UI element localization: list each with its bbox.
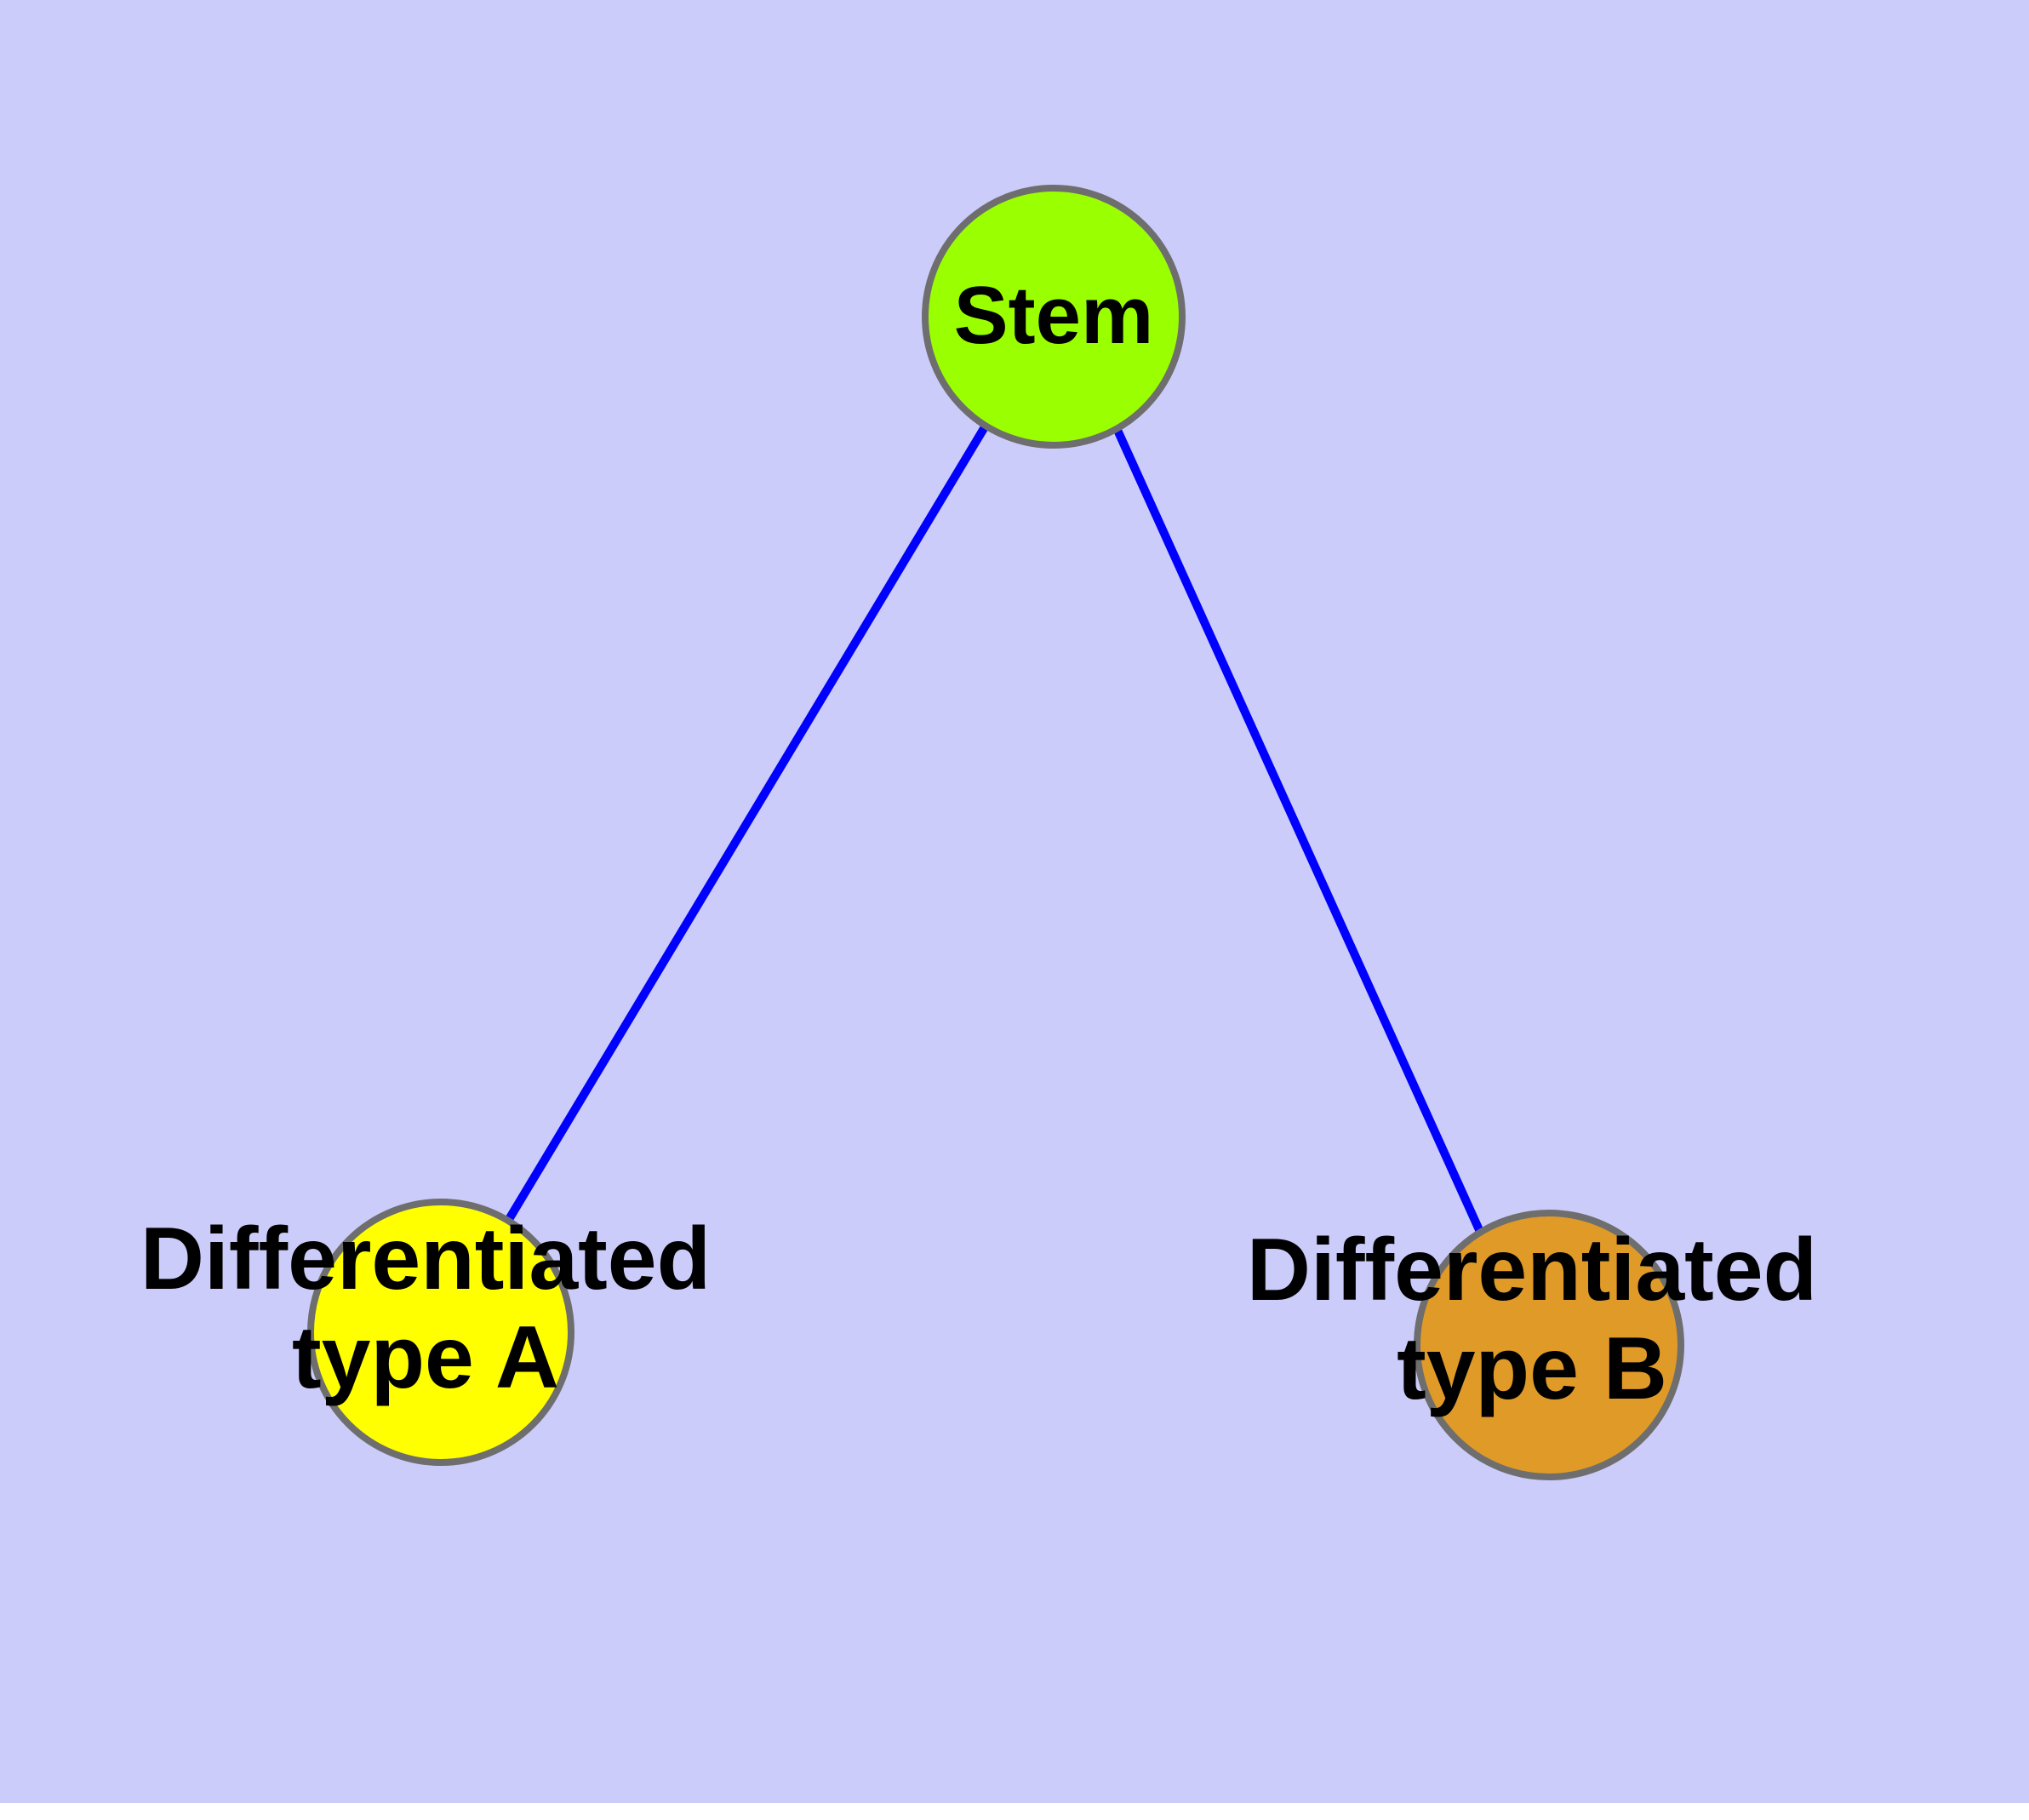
edge-stem-to-diff-b[interactable] [1112, 426, 1484, 1234]
label-line: Stem [954, 270, 1154, 361]
node-stem[interactable] [922, 185, 1186, 449]
edge-layer [504, 423, 1484, 1234]
node-layer [307, 185, 1684, 1480]
node-stem-circle[interactable] [922, 185, 1186, 449]
edge-stem-to-diff-a[interactable] [504, 423, 990, 1223]
label-line: type A [292, 1309, 559, 1408]
node-diff-a-circle[interactable] [307, 1199, 574, 1466]
node-diff-b-circle[interactable] [1414, 1210, 1684, 1480]
label-line: Differentiated [140, 1210, 711, 1308]
node-stem-label: Stem [954, 270, 1154, 361]
node-diff-b[interactable] [1414, 1210, 1684, 1480]
label-line: Differentiated [1247, 1221, 1817, 1319]
bottom-margin [0, 1803, 2029, 1820]
label-line: type B [1397, 1320, 1667, 1419]
node-diff-a[interactable] [307, 1199, 574, 1466]
